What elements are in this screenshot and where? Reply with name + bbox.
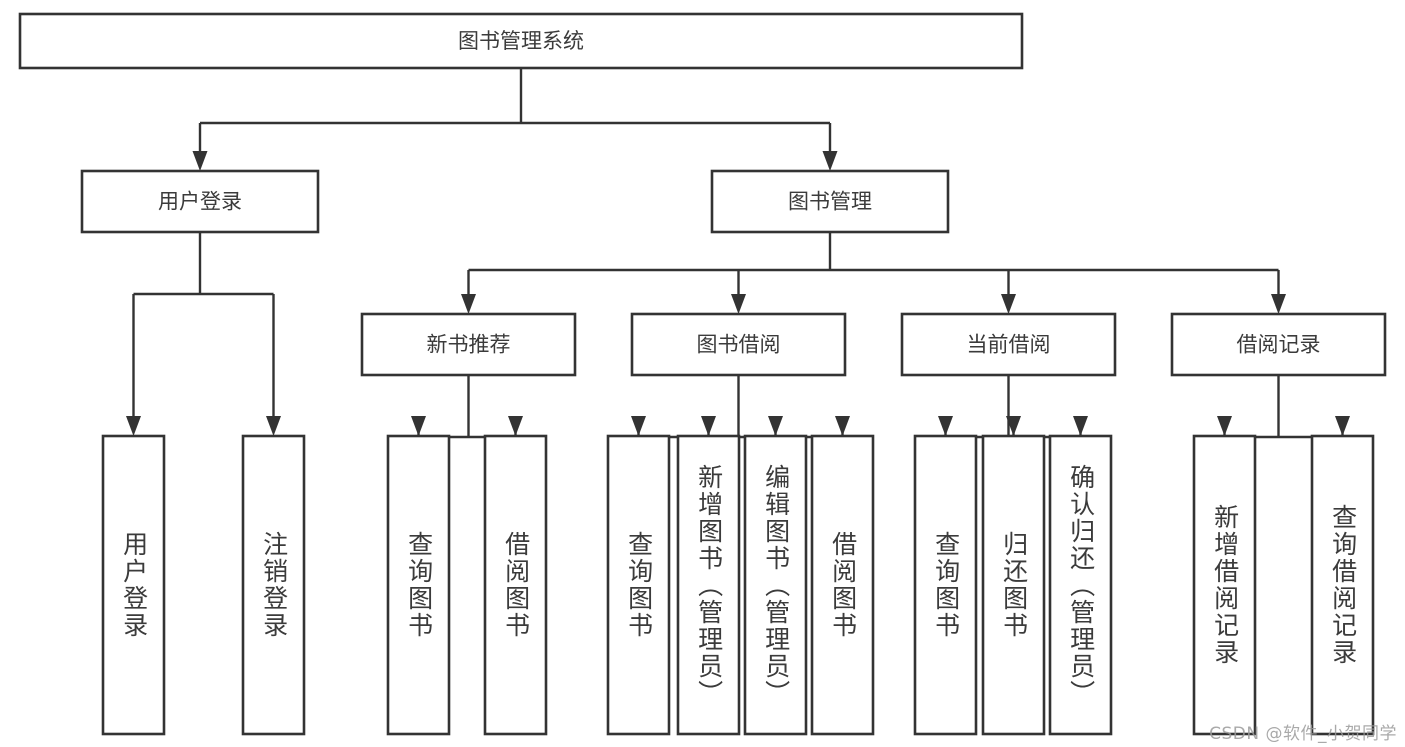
arrow-head-icon (1271, 294, 1286, 314)
arrow-head-icon (126, 416, 141, 436)
node-boxes (18, 12, 1387, 736)
arrow-head-icon (411, 416, 426, 436)
csdn-watermark: CSDN @软件_小贺同学 (1209, 724, 1397, 744)
arrow-head-icon (822, 151, 838, 171)
node-box-l3-0[interactable] (360, 312, 577, 377)
arrow-head-icon (1006, 416, 1021, 436)
arrow-head-icon (266, 416, 281, 436)
node-box-leaf-6[interactable] (743, 434, 808, 736)
arrow-head-icon (1217, 416, 1232, 436)
node-box-leaf-2[interactable] (386, 434, 451, 736)
node-label-root: 图书管理系统 (458, 29, 584, 53)
arrow-head-icon (1073, 416, 1088, 436)
arrow-head-icon (701, 416, 716, 436)
node-box-leaf-10[interactable] (1048, 434, 1113, 736)
node-box-leaf-1[interactable] (241, 434, 306, 736)
node-box-leaf-11[interactable] (1192, 434, 1257, 736)
node-box-leaf-0[interactable] (101, 434, 166, 736)
node-box-leaf-3[interactable] (483, 434, 548, 736)
node-box-l3-1[interactable] (630, 312, 847, 377)
node-box-leaf-12[interactable] (1310, 434, 1375, 736)
node-box-l2-0[interactable] (80, 169, 320, 234)
arrow-head-icon (508, 416, 523, 436)
node-box-l3-2[interactable] (900, 312, 1117, 377)
node-box-leaf-7[interactable] (810, 434, 875, 736)
node-label-l3-2: 当前借阅 (967, 333, 1051, 357)
arrow-head-icon (835, 416, 850, 436)
arrow-head-icon (731, 294, 746, 314)
node-label-l3-1: 图书借阅 (697, 333, 781, 357)
node-label-l2-0: 用户登录 (158, 190, 242, 214)
arrow-head-icon (461, 294, 476, 314)
node-box-leaf-5[interactable] (676, 434, 741, 736)
arrow-head-icon (631, 416, 646, 436)
node-box-leaf-8[interactable] (913, 434, 978, 736)
node-box-leaf-4[interactable] (606, 434, 671, 736)
node-label-l2-1: 图书管理 (788, 190, 872, 214)
node-label-l3-3: 借阅记录 (1237, 333, 1321, 357)
node-box-root[interactable] (18, 12, 1024, 70)
arrow-head-icon (1001, 294, 1016, 314)
node-box-l3-3[interactable] (1170, 312, 1387, 377)
node-box-l2-1[interactable] (710, 169, 950, 234)
node-label-l3-0: 新书推荐 (427, 333, 511, 357)
connector-lines (126, 68, 1350, 439)
arrow-head-icon (768, 416, 783, 436)
arrow-head-icon (938, 416, 953, 436)
arrow-head-icon (1335, 416, 1350, 436)
node-box-leaf-9[interactable] (981, 434, 1046, 736)
arrow-head-icon (192, 151, 208, 171)
